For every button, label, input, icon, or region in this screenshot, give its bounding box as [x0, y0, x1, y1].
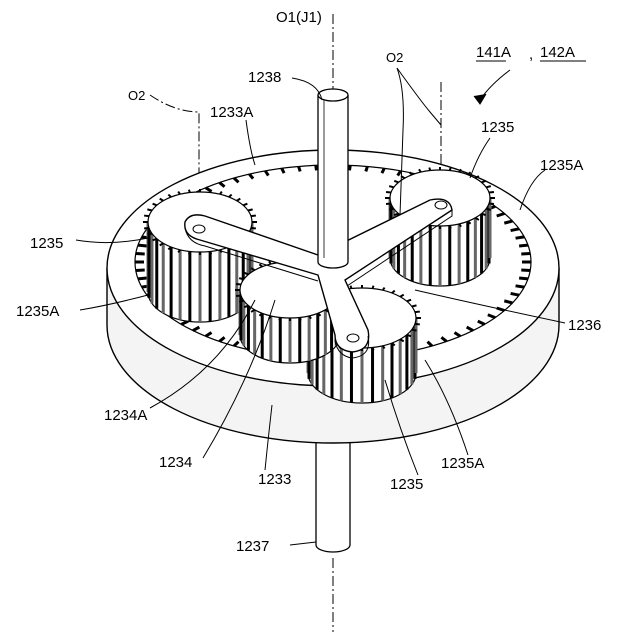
- axis-o2-left-line: [150, 95, 199, 175]
- label-carrier: 1236: [568, 317, 601, 334]
- label-figure-ref-a: 141A: [476, 44, 511, 61]
- ring-tooth: [519, 278, 528, 279]
- label-planet-bottom: 1235: [390, 476, 423, 493]
- ring-tooth: [511, 229, 519, 231]
- label-sun-teeth: 1234A: [104, 407, 147, 424]
- ring-tooth: [138, 245, 147, 246]
- label-figure-ref-b: 142A: [540, 44, 575, 61]
- ring-tooth: [138, 278, 147, 279]
- label-planet-teeth-bottom: 1235A: [441, 455, 484, 472]
- label-axis-o1: O1(J1): [276, 9, 322, 26]
- label-axis-o2-left: O2: [128, 88, 145, 103]
- ring-tooth: [316, 165, 317, 170]
- label-gear-teeth-top: 1233A: [210, 104, 253, 121]
- label-ring-gear: 1233: [258, 471, 291, 488]
- label-planet-teeth-right: 1235A: [540, 157, 583, 174]
- input-shaft: [318, 89, 348, 268]
- ring-tooth: [511, 293, 519, 295]
- ring-tooth: [282, 168, 284, 173]
- ring-tooth: [516, 237, 525, 238]
- ring-tooth: [349, 165, 350, 170]
- label-planet-right-top: 1235: [481, 119, 514, 136]
- label-sun-gear: 1234: [159, 454, 192, 471]
- ring-tooth: [516, 286, 525, 287]
- ring-tooth: [504, 301, 512, 303]
- ring-tooth: [504, 221, 512, 223]
- label-planet-left: 1235: [30, 235, 63, 252]
- ring-tooth: [366, 166, 368, 171]
- ring-tooth: [382, 168, 384, 173]
- label-shaft-top: 1238: [248, 69, 281, 86]
- label-shaft-bottom: 1237: [236, 538, 269, 555]
- label-axis-o2-right: O2: [386, 50, 403, 65]
- ring-tooth: [519, 245, 528, 246]
- ring-tooth: [299, 166, 301, 171]
- label-figure-ref-sep: ,: [529, 46, 533, 63]
- label-planet-teeth-left: 1235A: [16, 303, 59, 320]
